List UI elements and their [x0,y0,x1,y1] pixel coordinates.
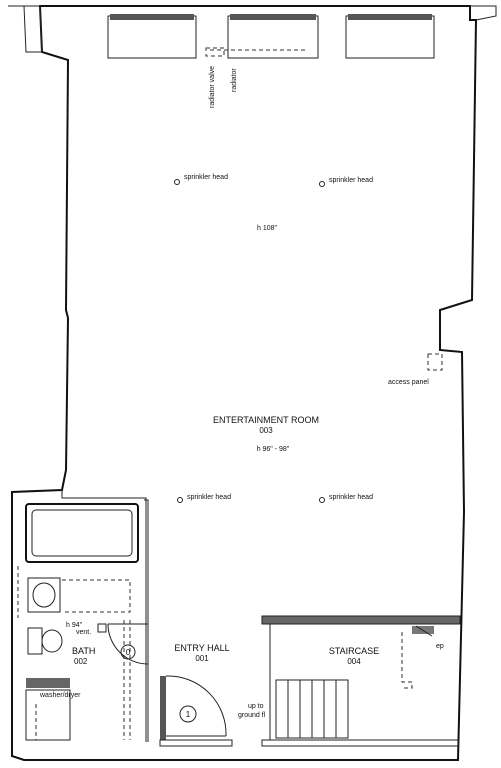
sprinkler-head-icon [177,497,183,503]
bath-number: 002 [74,657,88,666]
door-tag-icon [179,705,197,723]
exterior-walls [8,5,497,761]
bath-door: 0 [107,623,149,665]
bath-height: h 94" [66,622,83,629]
bath-name: BATH [72,646,95,656]
staircase-name: STAIRCASE [329,646,379,656]
sprinkler-label: sprinkler head [329,494,373,501]
radiator-valve-label: radiator valve [209,66,216,108]
washer-dryer-label: washer/dryer [39,692,81,699]
sprinkler-heads: sprinkler head sprinkler head sprinkler … [174,174,373,503]
access-panel-label: access panel [388,379,429,386]
radiator-label: radiator [231,68,238,92]
windows [107,14,435,59]
ep-label: ep [436,643,444,650]
entry-door-tag: 1 [186,710,191,719]
entertainment-room-name: ENTERTAINMENT ROOM [213,415,319,425]
sprinkler-head-icon [319,497,325,503]
entry-hall-number: 001 [195,654,209,663]
sprinkler-label: sprinkler head [184,174,228,181]
entertainment-room-number: 003 [259,426,273,435]
sprinkler-head-icon [319,181,325,187]
sprinkler-label: sprinkler head [187,494,231,501]
staircase-number: 004 [347,657,361,666]
access-panel-box [427,353,443,371]
staircase-structure [261,615,461,747]
upper-height-label: h 108" [257,225,278,232]
bathtub [25,503,139,563]
entertainment-room-height: h 96" - 98" [257,446,290,453]
sprinkler-head-icon [174,179,180,185]
bath-vent-label: vent. [76,629,91,636]
washer-dryer-unit [26,678,70,688]
door-tag-icon [120,644,136,660]
up-to-label: up to [248,703,264,710]
sink [27,577,61,613]
toilet [27,627,43,655]
entry-door: 1 [159,675,233,747]
sprinkler-label: sprinkler head [329,177,373,184]
bath-fixtures: vent. washer/dryer [17,503,139,741]
entry-hall-name: ENTRY HALL [174,643,229,653]
ground-floor-label: ground fl [238,712,266,719]
bath-door-tag: 0 [126,648,131,657]
